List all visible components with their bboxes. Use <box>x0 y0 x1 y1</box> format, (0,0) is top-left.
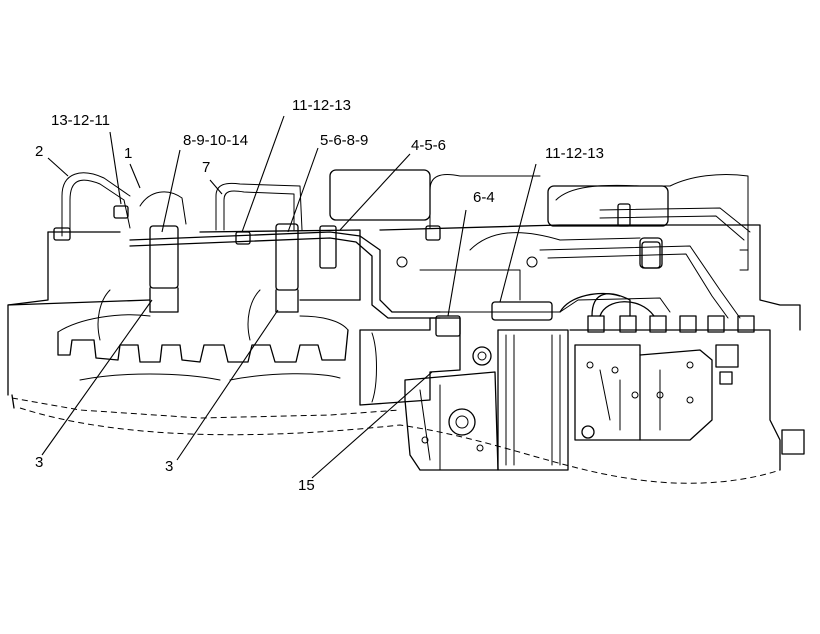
callout-7: 7 <box>202 159 210 176</box>
callout-2: 2 <box>35 143 43 160</box>
callout-11-12-13-right: 11-12-13 <box>545 145 604 162</box>
callout-labels: 13-12-11 2 1 8-9-10-14 7 11-12-13 5-6-8-… <box>35 97 604 494</box>
callout-4-5-6: 4-5-6 <box>411 137 446 154</box>
leader-lines <box>41 115 537 479</box>
callout-8-9-10-14: 8-9-10-14 <box>183 132 248 149</box>
fuel-lines <box>53 172 751 337</box>
callout-1: 1 <box>124 145 132 162</box>
callout-6-4: 6-4 <box>473 189 495 206</box>
callout-3-left: 3 <box>35 454 43 471</box>
callout-5-6-8-9: 5-6-8-9 <box>320 132 368 149</box>
injector-caps <box>587 315 755 333</box>
engine-outline <box>7 169 805 484</box>
callout-15: 15 <box>298 477 315 494</box>
callout-3-middle: 3 <box>165 458 173 475</box>
callout-11-12-13-top: 11-12-13 <box>292 97 351 114</box>
callout-13-12-11-left: 13-12-11 <box>51 112 110 129</box>
